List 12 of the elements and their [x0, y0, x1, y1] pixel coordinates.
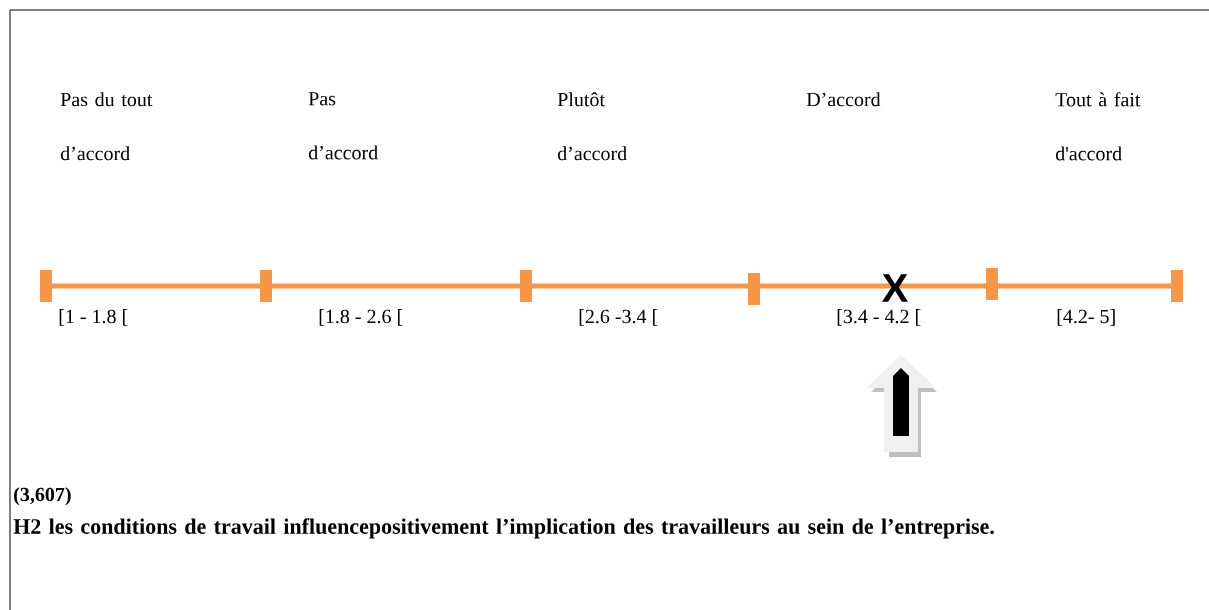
interval-label: [2.6 -3.4 [: [579, 309, 658, 326]
category-label: Plutôt d’accord: [557, 92, 627, 161]
score-value: (3,607): [14, 487, 71, 506]
category-label: D’accord: [806, 92, 881, 107]
interval-label: [3.4 - 4.2 [: [837, 309, 921, 326]
category-label: Pas d’accord: [308, 92, 378, 160]
hypothesis-text: H2 les conditions de travail influencepositivement l’implication des travailleurs au sein de l’entreprise.: [13, 518, 994, 539]
interval-label: [4.2- 5]: [1057, 309, 1115, 326]
interval-label: [1 - 1.8 [: [59, 309, 128, 326]
category-label: Pas du tout d’accord: [60, 92, 153, 161]
category-label: Tout à fait d'accord: [1055, 92, 1141, 161]
interval-label: [1.8 - 2.6 [: [319, 309, 403, 326]
